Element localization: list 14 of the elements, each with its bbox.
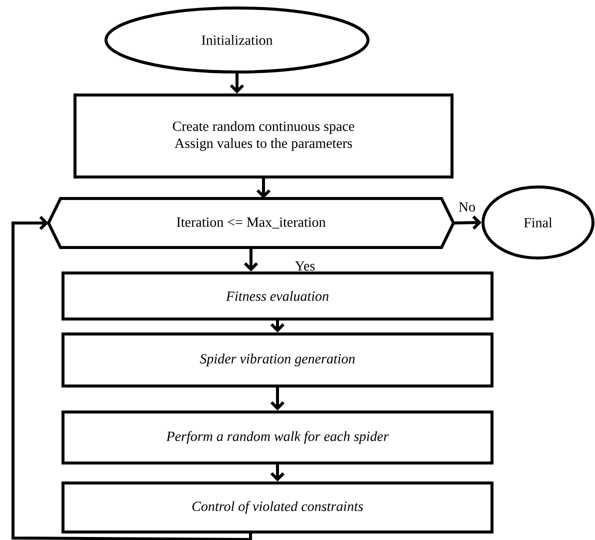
process-box: Fitness evaluation [62, 272, 494, 320]
process-box: Perform a random walk for each spider [62, 410, 494, 464]
arrow [244, 248, 258, 272]
process-box: Control of violated constraints [62, 482, 494, 534]
arrow [230, 74, 244, 94]
arrow [256, 178, 271, 198]
arrow [453, 216, 482, 230]
process-box: Create random continuous space Assign values to the parameters [74, 94, 454, 178]
arrow [270, 388, 285, 410]
arrow [12, 216, 252, 540]
arrow [270, 464, 285, 482]
edge-label: No [458, 202, 476, 212]
edge-label: Yes [294, 260, 316, 272]
process-box: Spider vibration generation [62, 332, 494, 388]
